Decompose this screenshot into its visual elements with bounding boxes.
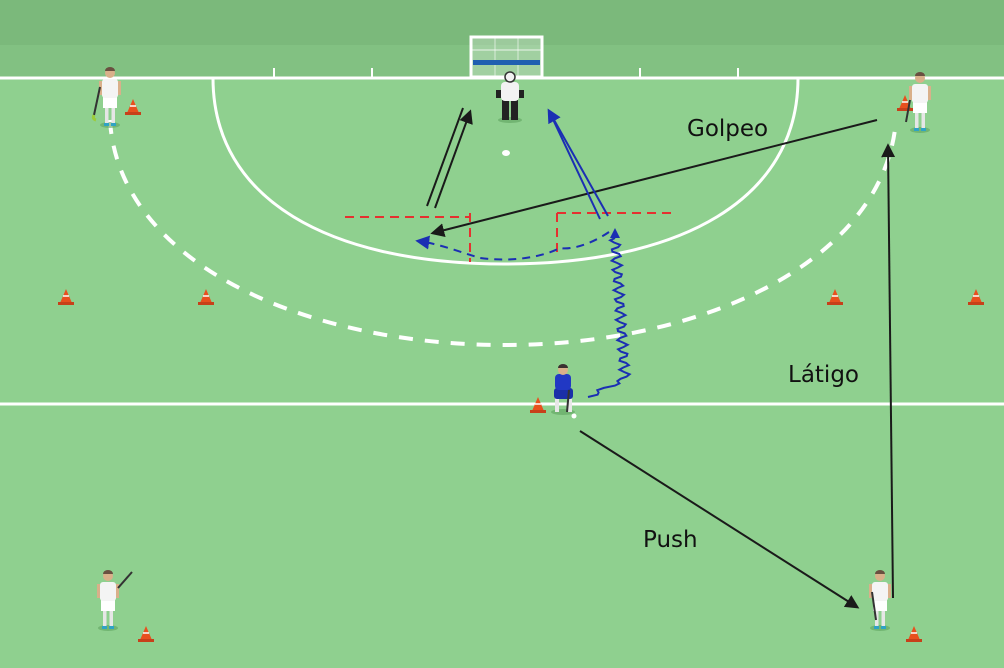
latigo-pass-arrow (881, 143, 896, 599)
left-shot-double-arrow (426, 107, 473, 209)
dribble-arrowhead (610, 228, 620, 238)
field-player-icon (869, 570, 891, 631)
left-red-marker (345, 213, 471, 262)
goal-icon (469, 35, 544, 79)
blue-dashed-run (415, 231, 610, 261)
right-shot-double-arrow (547, 108, 609, 220)
hockey-stick-icon (871, 591, 877, 621)
hockey-stick-icon (93, 86, 101, 116)
golpeo-pass-arrow (430, 119, 878, 238)
field-player-icon (905, 72, 931, 133)
latigo-label: Látigo (788, 362, 859, 388)
hockey-stick-icon (905, 99, 911, 123)
push-pass-arrow (579, 430, 860, 609)
ball-icon (571, 413, 577, 419)
dashed-outer-arc (108, 119, 898, 348)
field-player-icon (97, 570, 133, 631)
goalkeeper-icon (496, 71, 524, 123)
shooting-circle (211, 77, 800, 266)
field-player-icon (91, 67, 121, 128)
penalty-spot (502, 150, 510, 156)
hockey-stick-icon (117, 571, 133, 589)
blue-dribble-path (587, 237, 632, 398)
golpeo-label: Golpeo (687, 116, 769, 142)
push-label: Push (643, 527, 698, 553)
